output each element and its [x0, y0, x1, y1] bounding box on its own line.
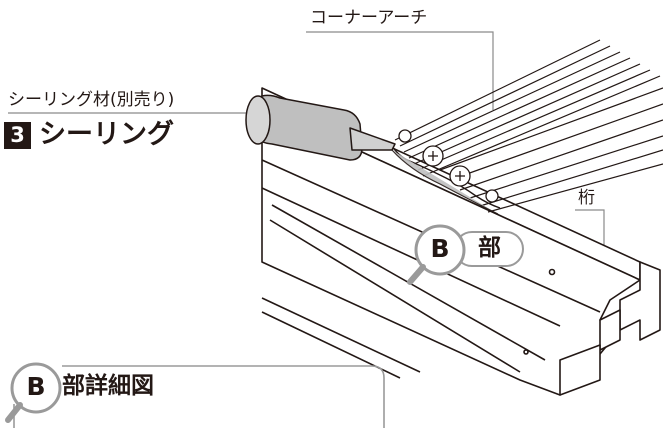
detail-letter: B — [26, 372, 46, 401]
corner-arch-label: コーナーアーチ — [310, 8, 428, 28]
screws — [398, 129, 499, 203]
detail-box — [5, 362, 385, 428]
sealant-gun — [245, 94, 396, 161]
magnifier-callout — [407, 224, 524, 285]
step-number: 3 — [4, 121, 31, 149]
detail-title: 部詳細図 — [62, 373, 154, 399]
step-heading: 3 シーリング — [4, 118, 174, 152]
callout-part: 部 — [478, 235, 501, 261]
step-title: シーリング — [39, 119, 174, 150]
beam-label: 桁 — [578, 188, 595, 208]
sealant-label: シーリング材(別売り) — [8, 90, 175, 110]
callout-letter: B — [430, 234, 450, 263]
corner-arch-panel — [394, 39, 663, 213]
leader-corner-arch — [306, 31, 494, 110]
